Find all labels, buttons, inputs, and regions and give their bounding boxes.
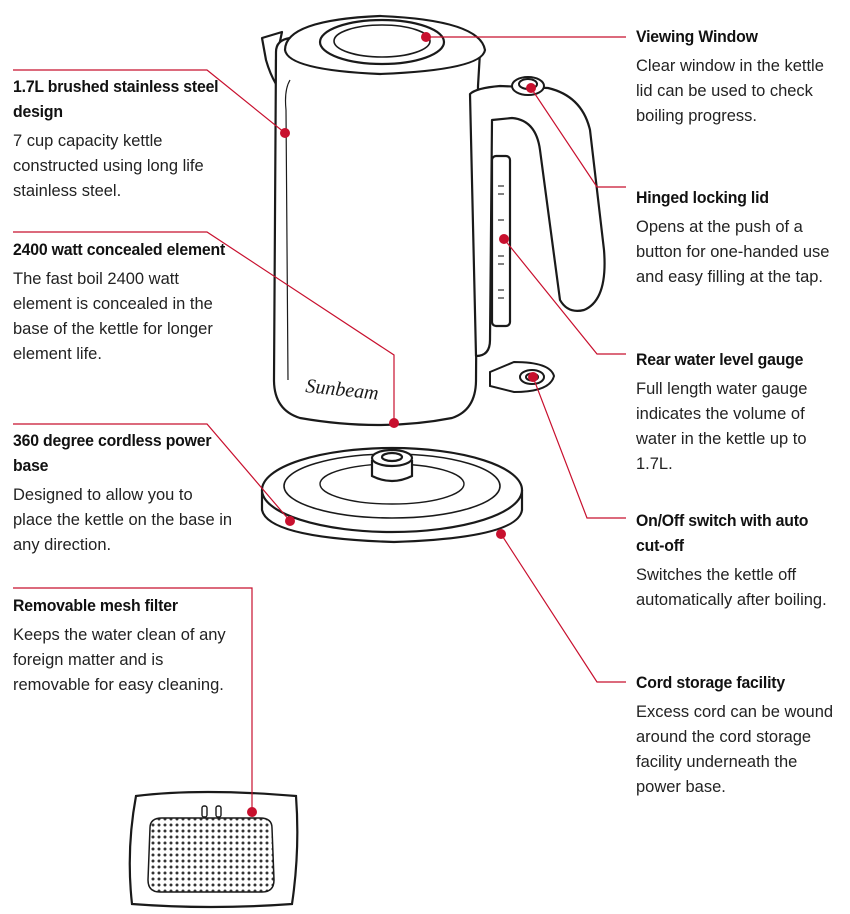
callout-description: Designed to allow you to place the kettl… bbox=[13, 485, 233, 554]
callout-water-gauge: Rear water level gauge Full length water… bbox=[636, 347, 848, 476]
callout-description: Full length water gauge indicates the vo… bbox=[636, 379, 808, 473]
dot-lid bbox=[526, 83, 536, 93]
callout-title: 2400 watt concealed element bbox=[13, 240, 226, 259]
dot-filter bbox=[247, 807, 257, 817]
leader-gauge bbox=[503, 238, 626, 355]
kettle-lid bbox=[283, 14, 487, 76]
callout-description: 7 cup capacity kettle constructed using … bbox=[13, 131, 204, 200]
dot-switch bbox=[528, 372, 538, 382]
callout-description: Switches the kettle off automatically af… bbox=[636, 565, 827, 609]
callout-title: Cord storage facility bbox=[636, 673, 785, 692]
callout-concealed-element: 2400 watt concealed element The fast boi… bbox=[13, 237, 241, 366]
callout-title: Hinged locking lid bbox=[636, 188, 769, 207]
power-base bbox=[260, 446, 524, 544]
leader-dots bbox=[247, 32, 538, 817]
callout-description: Keeps the water clean of any foreign mat… bbox=[13, 625, 226, 694]
callout-description: Clear window in the kettle lid can be us… bbox=[636, 56, 824, 125]
leader-lid bbox=[530, 87, 626, 188]
on-off-switch bbox=[489, 360, 556, 394]
leader-cord bbox=[500, 533, 626, 683]
kettle-handle bbox=[468, 84, 606, 358]
callout-on-off-switch: On/Off switch with auto cut-off Switches… bbox=[636, 508, 848, 612]
callout-power-base: 360 degree cordless power base Designed … bbox=[13, 428, 241, 557]
callout-title: Removable mesh filter bbox=[13, 596, 178, 615]
callout-viewing-window: Viewing Window Clear window in the kettl… bbox=[636, 24, 848, 128]
callout-title: 1.7L brushed stainless steel design bbox=[13, 77, 219, 121]
callout-title: Viewing Window bbox=[636, 27, 758, 46]
leader-lines bbox=[13, 36, 626, 812]
dot-window bbox=[421, 32, 431, 42]
callout-hinged-lid: Hinged locking lid Opens at the push of … bbox=[636, 185, 848, 289]
callout-mesh-filter: Removable mesh filter Keeps the water cl… bbox=[13, 593, 241, 697]
dot-stainless bbox=[280, 128, 290, 138]
callout-stainless-steel: 1.7L brushed stainless steel design 7 cu… bbox=[13, 74, 241, 203]
leader-base bbox=[13, 423, 291, 522]
dot-gauge bbox=[499, 234, 509, 244]
mesh-filter bbox=[128, 790, 299, 909]
callout-description: Opens at the push of a button for one-ha… bbox=[636, 217, 830, 286]
leader-stainless bbox=[13, 69, 286, 134]
callout-description: The fast boil 2400 watt element is conce… bbox=[13, 269, 213, 363]
kettle-body bbox=[260, 30, 482, 427]
leader-switch bbox=[532, 376, 626, 519]
dot-base bbox=[285, 516, 295, 526]
callout-cord-storage: Cord storage facility Excess cord can be… bbox=[636, 670, 848, 799]
dot-cord bbox=[496, 529, 506, 539]
leader-filter bbox=[13, 587, 253, 812]
leader-element bbox=[13, 231, 395, 423]
dot-element bbox=[389, 418, 399, 428]
callout-title: On/Off switch with auto cut-off bbox=[636, 511, 809, 555]
callout-description: Excess cord can be wound around the cord… bbox=[636, 702, 834, 796]
callout-title: Rear water level gauge bbox=[636, 350, 804, 369]
callout-title: 360 degree cordless power base bbox=[13, 431, 212, 475]
